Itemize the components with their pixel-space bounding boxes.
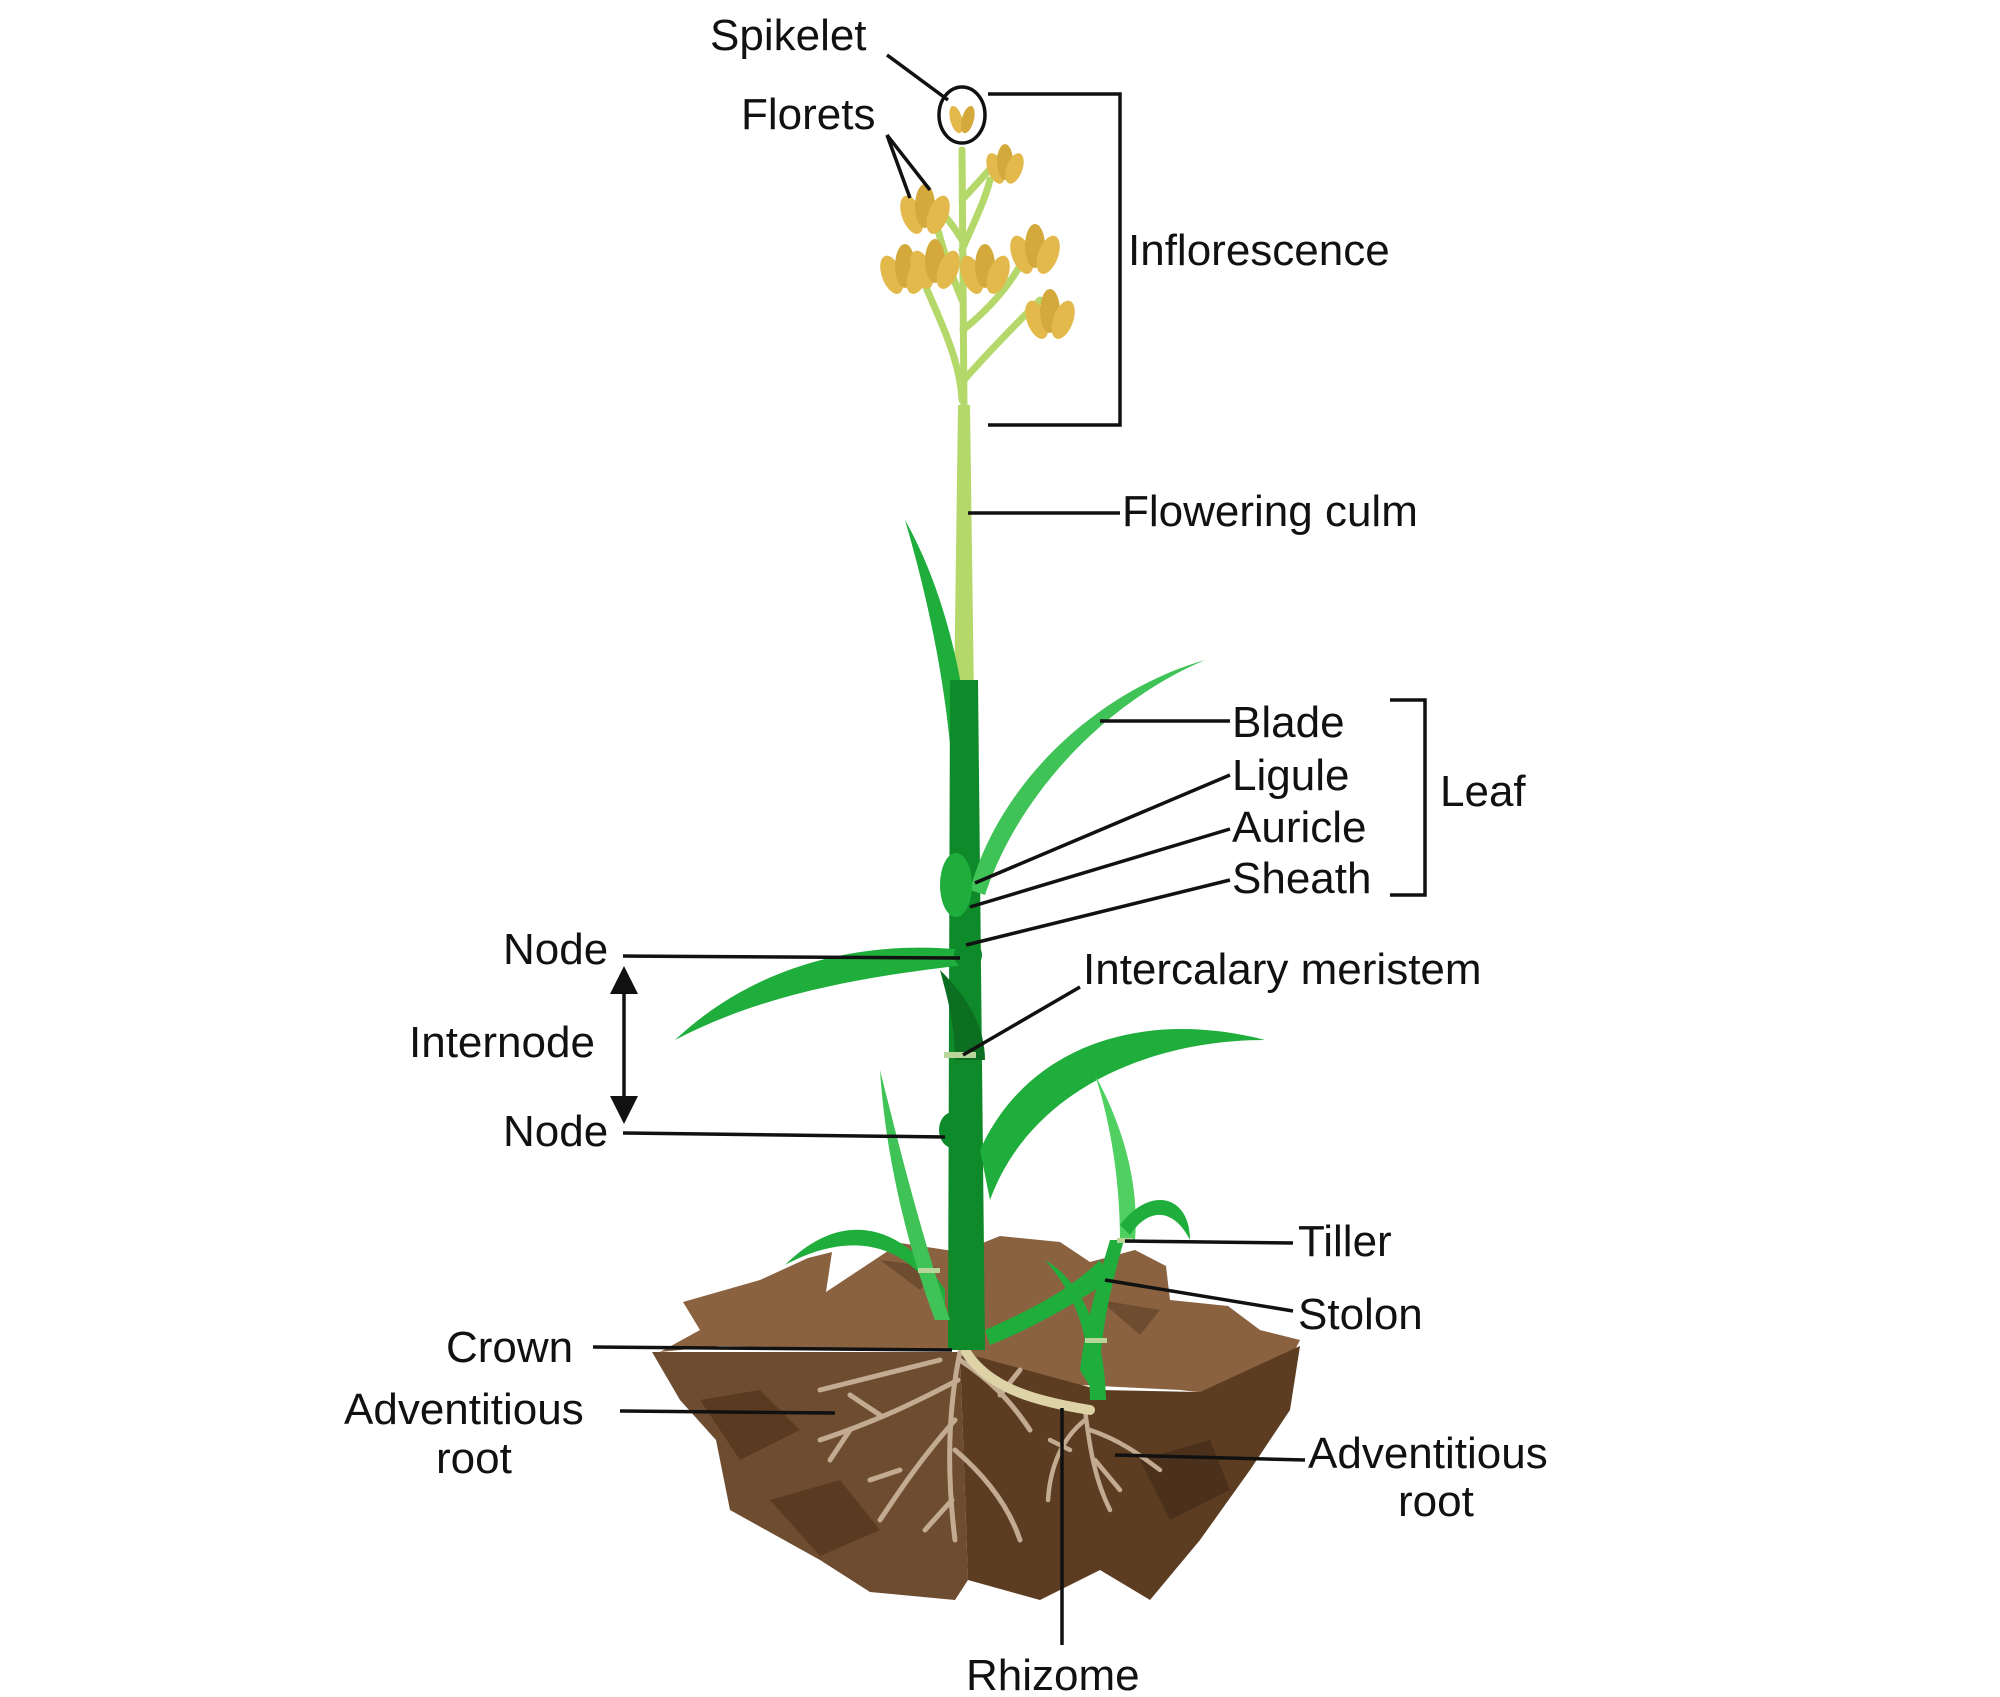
- labels: Spikelet Florets Inflorescence Flowering…: [344, 11, 1548, 1697]
- label-stolon: Stolon: [1298, 1290, 1423, 1339]
- base-ring-left: [918, 1268, 940, 1273]
- floret-cluster: [1010, 224, 1060, 274]
- soil-left-face: [652, 1352, 968, 1600]
- ligule-leader: [974, 773, 1231, 885]
- label-tiller: Tiller: [1298, 1217, 1392, 1266]
- label-node-upper: Node: [503, 925, 608, 974]
- label-spikelet: Spikelet: [710, 11, 867, 60]
- label-sheath: Sheath: [1232, 854, 1371, 903]
- label-adventitious-root-left-1: Adventitious: [344, 1385, 584, 1434]
- floret-cluster: [910, 239, 960, 289]
- spikelet-circle: [937, 85, 987, 145]
- base-leaf-right: [985, 1260, 1110, 1345]
- adventitious-roots-left: [817, 1349, 1033, 1543]
- adventitious-roots-right: [1045, 1407, 1163, 1513]
- label-adventitious-root-right-2: root: [1398, 1477, 1474, 1526]
- tiller-ring: [1117, 1238, 1133, 1243]
- rhizome-stem: [961, 1347, 1095, 1415]
- node-lower-bump: [939, 1112, 967, 1148]
- label-adventitious-root-right-1: Adventitious: [1308, 1429, 1548, 1478]
- floret-cluster: [960, 244, 1010, 294]
- spikelet-floret: [949, 105, 975, 134]
- floret-cluster: [986, 144, 1024, 184]
- internode-arrow-bottom: [610, 1096, 638, 1124]
- soil-texture-2: [770, 1480, 880, 1556]
- label-crown: Crown: [446, 1323, 573, 1372]
- florets: [880, 105, 1075, 339]
- floret-cluster: [1025, 289, 1075, 339]
- label-flowering-culm: Flowering culm: [1122, 487, 1418, 536]
- label-ligule: Ligule: [1232, 751, 1349, 800]
- leaf-left-upper: [675, 947, 965, 1040]
- label-leaf: Leaf: [1440, 767, 1526, 816]
- label-internode: Internode: [409, 1018, 595, 1067]
- soil-texture-3: [1140, 1440, 1230, 1520]
- blade-right: [970, 660, 1205, 895]
- tiller-leader: [1124, 1239, 1294, 1245]
- label-rhizome: Rhizome: [966, 1651, 1140, 1697]
- adventitious-root-left-leader: [619, 1409, 836, 1415]
- label-adventitious-root-left-2: root: [436, 1434, 512, 1483]
- florets-leader-b: [885, 133, 932, 192]
- label-node-lower: Node: [503, 1107, 608, 1156]
- label-intercalary-meristem: Intercalary meristem: [1083, 945, 1482, 994]
- adventitious-root-right-leader: [1114, 1453, 1306, 1462]
- leader-lines: [592, 53, 1427, 1645]
- node-upper-bump: [954, 941, 982, 969]
- label-blade: Blade: [1232, 698, 1345, 747]
- floret-cluster: [900, 184, 950, 234]
- intercalary-meristem-ring: [944, 1052, 976, 1058]
- crown-leader: [592, 1345, 953, 1352]
- inflorescence-bracket: [988, 92, 1122, 427]
- stolon-shoot: [1045, 1260, 1106, 1400]
- leaf-right-lower: [980, 1029, 1265, 1200]
- stolon-ring: [1085, 1338, 1107, 1343]
- sheath-leader: [965, 878, 1231, 947]
- node-lower-leader: [622, 1131, 946, 1139]
- label-auricle: Auricle: [1232, 803, 1367, 852]
- sheath-bulge: [940, 853, 972, 917]
- internode-arrow-top: [610, 966, 638, 994]
- tiller-leaf-tall: [1095, 1075, 1136, 1240]
- florets-leader-a: [885, 134, 912, 199]
- plant: [675, 405, 1265, 1400]
- flowering-culm: [954, 405, 974, 700]
- base-leaf-left: [785, 1229, 945, 1310]
- soil-texture-1: [700, 1390, 800, 1460]
- sheath-wrap: [940, 970, 985, 1060]
- auricle-leader: [969, 827, 1231, 909]
- stolon-leader: [1104, 1278, 1294, 1313]
- leaf-bracket: [1390, 698, 1427, 897]
- node-upper-leader: [622, 954, 961, 960]
- tiller-leaf-curl: [1120, 1199, 1190, 1240]
- label-inflorescence: Inflorescence: [1128, 226, 1390, 275]
- label-florets: Florets: [741, 90, 875, 139]
- intercalary-meristem-leader: [962, 985, 1081, 1057]
- soil-texture-5: [1100, 1300, 1160, 1335]
- spikelet-leader: [885, 53, 950, 102]
- soil-right-face: [960, 1346, 1300, 1600]
